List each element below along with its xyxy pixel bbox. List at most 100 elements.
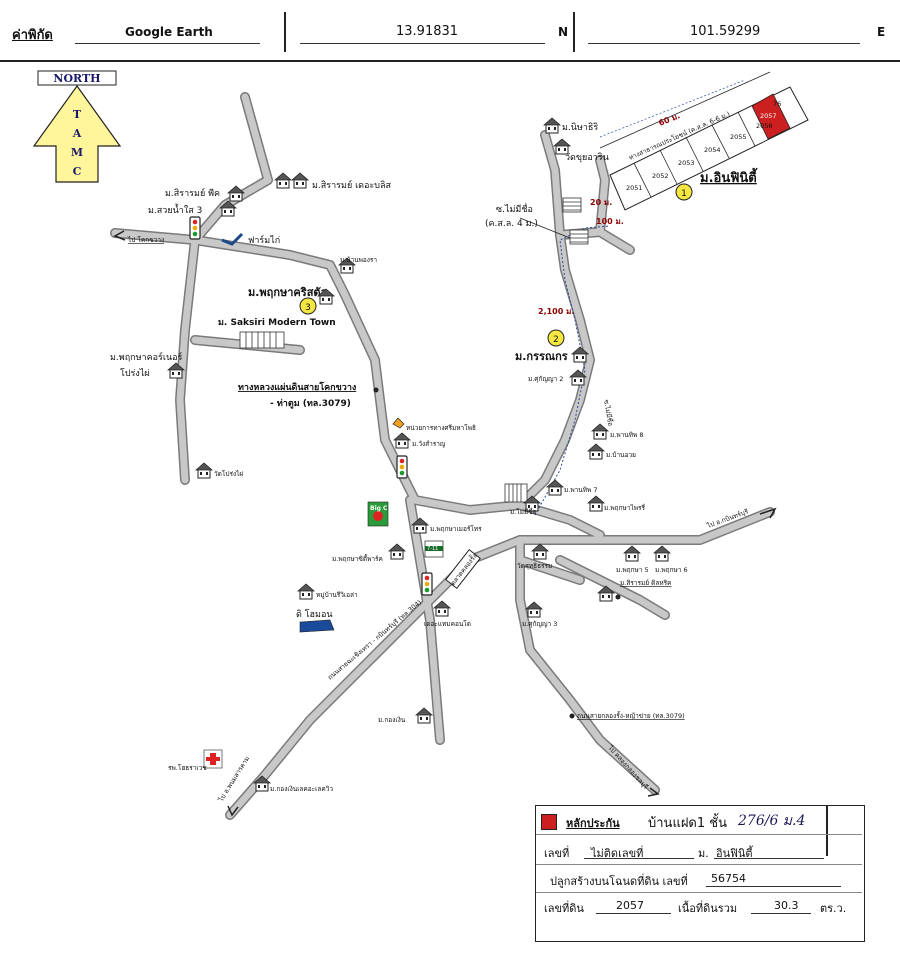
- label-m-pruksa5: ม.พฤกษา 5: [616, 566, 649, 574]
- area-value: 30.3: [774, 899, 799, 912]
- svg-text:2: 2: [553, 335, 559, 345]
- label-m-panthip8: ม.พานทิพ 8: [610, 431, 644, 439]
- compass-letter: M: [71, 146, 83, 159]
- land-no-value: 2057: [616, 899, 644, 912]
- handwritten-stroke: [826, 806, 828, 856]
- longitude-value: 101.59299: [690, 24, 761, 39]
- house-no-label: เลขที่: [544, 847, 570, 860]
- lot-number: 2053: [678, 159, 695, 167]
- latitude-underline: [300, 43, 545, 44]
- north-compass: NORTH T A M C: [32, 70, 122, 183]
- label-m-dechkhamkondo: เดอะแทมคอนโด: [424, 620, 471, 628]
- striped-block: [504, 483, 528, 503]
- road-network: [110, 92, 775, 820]
- lot-number: 2056: [756, 122, 773, 130]
- house-icon: [195, 462, 213, 479]
- distance-label: 2,100 ม.: [538, 307, 574, 316]
- striped-blocks: [562, 197, 589, 245]
- label-m-kornnakorn: ม.กรรณกร: [515, 350, 568, 363]
- house-icon: [623, 545, 641, 562]
- label-m-suay3: ม.สวยน้ำใส 3: [148, 203, 202, 216]
- label-m-pruksaphairi: ม.พฤกษาไพรรี่: [604, 503, 645, 512]
- svg-text:7-11: 7-11: [427, 546, 438, 552]
- compass-letter: C: [73, 165, 82, 178]
- house-icon: [393, 432, 411, 449]
- label-prong-phai: โปร่งไผ่: [120, 368, 150, 379]
- house-icon: [653, 545, 671, 562]
- farm-icon: [221, 232, 244, 246]
- label-highway-1: ทางหลวงแผ่นดินสายโคกขวาง: [238, 381, 356, 393]
- collateral-info-box: หลักประกัน บ้านแฝด1 ชั้น 276/6 ม.4 เลขที…: [535, 805, 865, 942]
- village-value: อินฟินิตี้: [716, 847, 753, 860]
- label-soi-maimichue: ซ.ไม่มีชื่อ: [496, 202, 533, 215]
- bigc-logo: Big C: [367, 501, 389, 527]
- traffic-signal-icon: [189, 216, 201, 240]
- row-divider: [536, 864, 862, 865]
- label-m-pruksa-corner: ม.พฤกษาคอร์เนอร์: [110, 351, 183, 363]
- label-wat-prongphai: วัดโปร่งไผ่: [214, 470, 243, 478]
- label-m-banuay: ม.บ้านอวย: [606, 451, 636, 459]
- lot-number: 2051: [626, 184, 643, 192]
- circle-marker-1: 1: [675, 183, 693, 201]
- lot-number: 76: [773, 100, 781, 108]
- road-304: [225, 507, 775, 820]
- house-icon: [274, 172, 292, 189]
- label-m-pruksa6: ม.พฤกษา 6: [655, 566, 688, 574]
- label-wat-khao: วัดขุยอาริน: [565, 152, 609, 163]
- label-highway-2: - ท่าตูม (ทล.3079): [270, 398, 351, 409]
- lot-number: 2057: [760, 112, 777, 120]
- deed-label: ปลูกสร้างบนโฉนดที่ดิน เลขที่: [550, 875, 688, 888]
- label-m-pruksa-amos: ม.พฤกษาเมอร์โทร: [430, 525, 482, 533]
- area-unit: ตร.ว.: [820, 902, 847, 915]
- label-m-maimichue: ม.ไม่มีชื่อ: [510, 507, 537, 516]
- label-soi-kssl: (ค.ส.ล. 4 ม.): [485, 219, 538, 229]
- traffic-signal-icon: [396, 455, 408, 479]
- label-m-kongngern: ม.กองเงิน: [378, 716, 406, 724]
- road-label-vertical: ซ.ไม่มีชื่อ: [602, 399, 616, 427]
- collateral-type: บ้านแฝด1 ชั้น: [648, 816, 727, 831]
- label-m-wangsamran: ม.วังสำราญ: [412, 440, 446, 448]
- label-m-pruksa-crystal: ม.พฤกษาคริสตัล: [248, 286, 328, 299]
- house-no-value: ไม่ติดเลขที่: [591, 847, 644, 860]
- label-dihome: ดิ โฮมอน: [296, 609, 333, 620]
- longitude-underline: [588, 43, 860, 44]
- lot-number: 2052: [652, 172, 669, 180]
- longitude-dir: E: [877, 25, 886, 39]
- circle-marker-3: 3: [299, 297, 317, 315]
- source-underline: [75, 43, 260, 44]
- coord-source: Google Earth: [125, 25, 213, 39]
- deed-value: 56754: [711, 872, 746, 885]
- collateral-label: หลักประกัน: [566, 817, 620, 830]
- house-icon: [415, 707, 433, 724]
- office-icon: [392, 417, 405, 429]
- header-divider: [284, 12, 286, 52]
- house-icon: [291, 172, 309, 189]
- collateral-marker-swatch: [541, 814, 557, 830]
- hospital-icon: [203, 749, 223, 769]
- label-m-siram-peak: ม.สิรารมย์ พีค: [165, 187, 220, 199]
- compass-letter: T: [73, 108, 82, 121]
- label-m-village-riviera: หมู่บ้านรีวิเอล่า: [316, 591, 358, 599]
- house-icon: [591, 423, 609, 440]
- house-icon: [525, 601, 543, 618]
- label-m-banphongkra: ม.บ้านพองรา: [340, 256, 377, 264]
- lot-number: 2054: [704, 146, 721, 154]
- house-icon: [297, 583, 315, 600]
- label-road-304: ถนนสายฉะเชิงเทรา - กบินทร์บุรี (ทล.304): [326, 598, 423, 681]
- label-to-kokkwang: ไป โคกขวาง: [127, 236, 164, 244]
- compass-word: NORTH: [53, 72, 100, 85]
- land-no-label: เลขที่ดิน: [544, 902, 584, 915]
- distance-label: 100 ม.: [596, 217, 624, 226]
- coord-label: ค่าพิกัด: [12, 28, 53, 43]
- circle-marker-2: 2: [547, 329, 565, 347]
- lot-number: 2055: [730, 133, 747, 141]
- house-icon: [388, 543, 406, 560]
- house-icon: [587, 443, 605, 460]
- collateral-plot: [751, 93, 791, 140]
- label-m-saksiri: ม. Saksiri Modern Town: [218, 318, 336, 328]
- label-m-suksangya3: ม.ศุกัญญา 3: [522, 620, 557, 628]
- label-m-siram-dew: ม.สิรารมย์ ดิลหริค: [620, 579, 671, 587]
- label-hospital: รพ.โฮธราเวช: [168, 764, 207, 772]
- label-m-panthip7: ม.พานทิพ 7: [564, 486, 598, 494]
- label-office: หน่วยการทางศรีมหาโพธิ: [406, 424, 476, 432]
